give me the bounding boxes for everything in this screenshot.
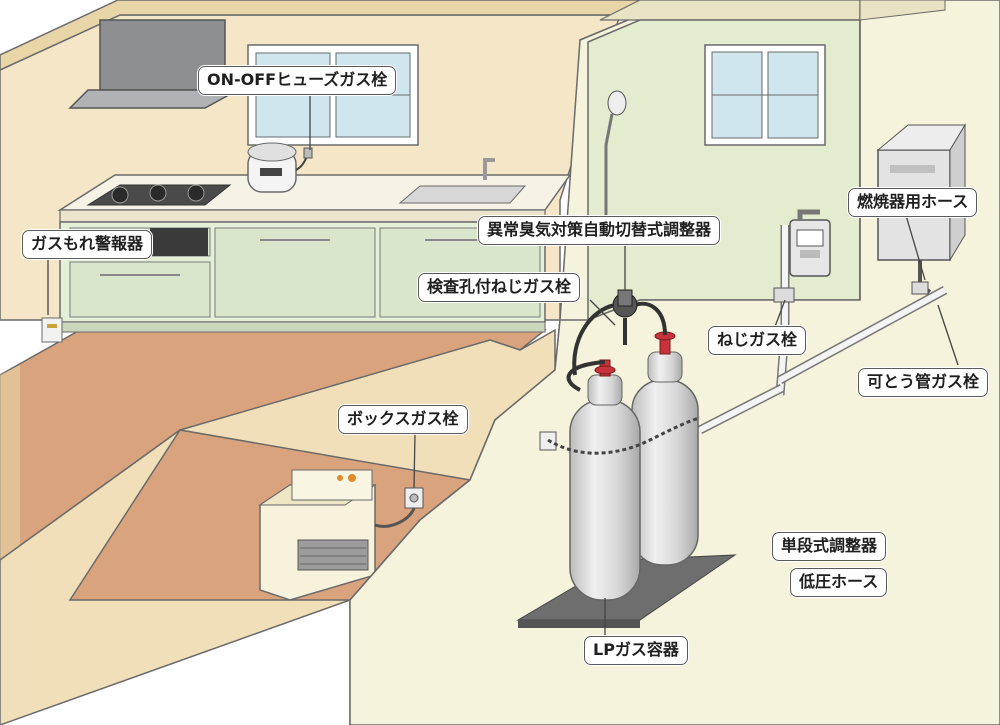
label-combustion-hose: 燃焼器用ホース (848, 188, 978, 217)
label-flexible-pipe-valve: 可とう管ガス栓 (858, 368, 989, 397)
range-hood (68, 19, 239, 109)
label-inspection-hole-screw-valve: 検査孔付ねじガス栓 (418, 273, 581, 302)
label-single-stage-regulator: 単段式調整器 (772, 532, 887, 561)
label-fuse-gas-valve: ON-OFFヒューズガス栓 (198, 66, 397, 95)
label-auto-switch-regulator: 異常臭気対策自動切替式調整器 (478, 216, 721, 245)
gas-leak-alarm-device (41, 317, 63, 343)
gas-meter (789, 219, 831, 277)
gas-piping (697, 209, 948, 435)
label-box-gas-valve: ボックスガス栓 (338, 405, 468, 434)
rice-cooker (247, 142, 313, 193)
label-low-pressure-hose: 低圧ホース (790, 568, 888, 597)
kitchen-counter (57, 174, 572, 333)
kitchen-left-wall-edge (0, 365, 20, 560)
label-screw-gas-valve: ねじガス栓 (708, 326, 807, 355)
automatic-regulator-device (566, 289, 667, 392)
gas-stove (86, 184, 232, 206)
label-gas-leak-alarm: ガスもれ警報器 (22, 230, 153, 259)
fan-heater (258, 469, 377, 601)
kitchen-window (247, 44, 419, 146)
callout-leader-lines (47, 95, 959, 635)
label-lp-gas-container: LPガス容器 (584, 636, 688, 665)
cylinder-chain (547, 416, 701, 455)
sink (398, 158, 527, 204)
